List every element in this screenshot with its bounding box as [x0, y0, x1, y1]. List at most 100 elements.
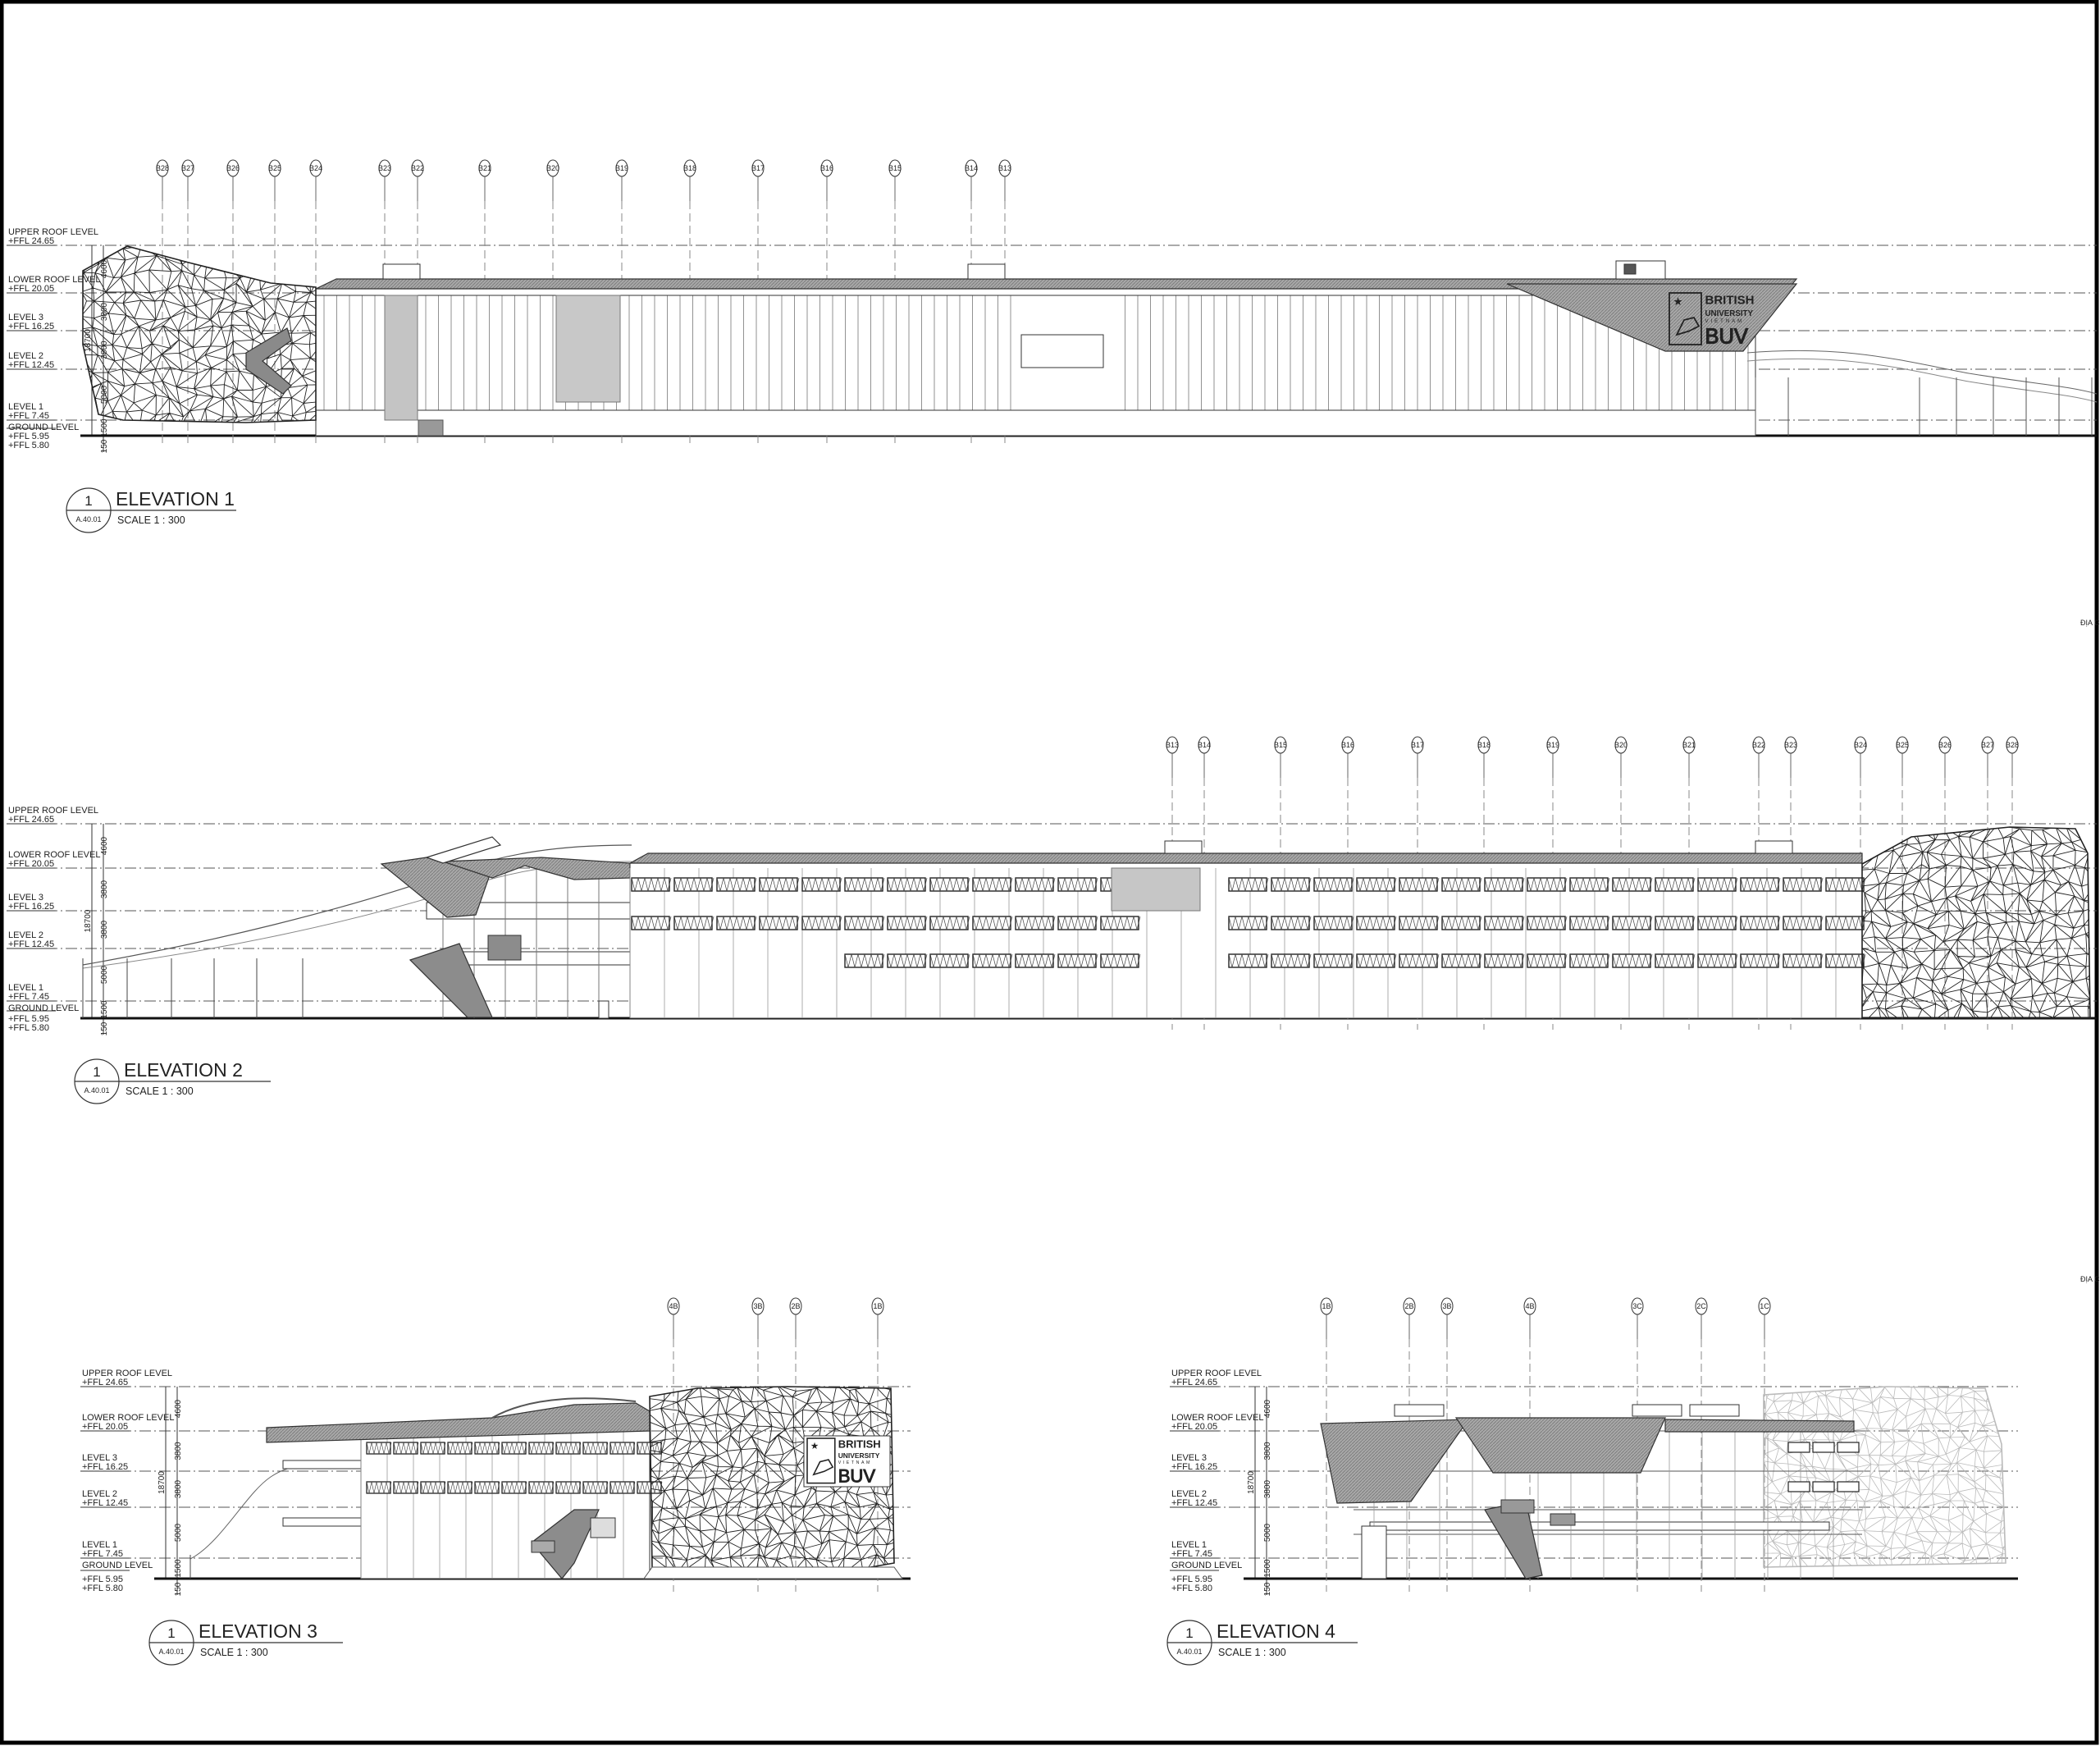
stair-landing	[590, 1517, 616, 1538]
window-louver	[1015, 877, 1056, 892]
window-louver	[1697, 953, 1738, 968]
grid-label: B19	[1546, 741, 1559, 749]
grid-label: 2C	[1696, 1302, 1706, 1310]
exterior-stair	[531, 1509, 600, 1579]
logo-frame	[806, 1437, 836, 1484]
level-ffl: +FFL 7.45	[1171, 1549, 1212, 1559]
grid-bubble	[1682, 736, 1696, 754]
sheet-reference: A.40.01	[84, 1086, 109, 1095]
window-louver	[1484, 953, 1525, 968]
window-louver	[759, 916, 800, 930]
logo-university: UNIVERSITY	[838, 1451, 880, 1460]
dimension-total: 18700	[84, 329, 93, 352]
dimension-value: 150	[100, 439, 109, 453]
star-icon: ★	[810, 1441, 819, 1451]
window-louver	[528, 1442, 555, 1455]
level-name: LEVEL 1	[8, 983, 43, 993]
level-ffl: +FFL 12.45	[8, 360, 54, 370]
grid-label: B15	[1274, 741, 1287, 749]
grid-bubble	[1403, 1297, 1416, 1315]
grid-bubble	[309, 159, 322, 177]
window-louver	[1569, 953, 1610, 968]
window-louver	[887, 916, 928, 930]
window-louver	[609, 1442, 636, 1455]
level-name: UPPER ROOF LEVEL	[8, 227, 98, 237]
window-louver	[501, 1442, 527, 1455]
level-name: UPPER ROOF LEVEL	[82, 1369, 172, 1378]
elevation-number: 1	[1185, 1625, 1193, 1641]
facade-mesh-outline	[82, 245, 317, 423]
elevation-scale: SCALE 1 : 300	[1218, 1647, 1286, 1658]
dimension-value: 3800	[100, 880, 109, 898]
dimension-value: 3800	[174, 1442, 183, 1460]
window-louver	[1228, 916, 1269, 930]
window-band	[1837, 1442, 1860, 1453]
window-louver	[1697, 877, 1738, 892]
window-louver	[420, 1442, 446, 1455]
level-name: LEVEL 2	[8, 930, 43, 940]
grid-bubble	[1695, 1297, 1708, 1315]
dimension-value: 3800	[1263, 1479, 1272, 1498]
facade-mesh	[1862, 827, 2090, 1018]
grid-label: B26	[226, 164, 240, 172]
grid-label: 2B	[791, 1302, 800, 1310]
level-ffl: +FFL 20.05	[82, 1422, 128, 1432]
level-name: LEVEL 1	[8, 402, 43, 412]
stair-landing	[1500, 1499, 1535, 1514]
window-louver	[1612, 953, 1653, 968]
level-ffl: +FFL 24.65	[8, 815, 54, 825]
grid-bubble	[1477, 736, 1491, 754]
level-ffl: +FFL 7.45	[8, 992, 49, 1002]
window-louver	[1740, 953, 1781, 968]
grid-bubble	[1614, 736, 1628, 754]
dimension-value: 5000	[100, 385, 109, 404]
dimension-value: 3800	[100, 341, 109, 359]
window-louver	[474, 1442, 500, 1455]
window-louver	[673, 916, 714, 930]
window-louver	[1527, 877, 1568, 892]
window-louver	[609, 1481, 636, 1494]
window-louver	[474, 1481, 500, 1494]
window-louver	[887, 953, 928, 968]
grid-bubble	[871, 1297, 884, 1315]
roof-vent	[1632, 1404, 1682, 1417]
grid-label: 4B	[1525, 1302, 1534, 1310]
level-ffl: +FFL 16.25	[8, 902, 54, 912]
grid-label: B16	[1341, 741, 1354, 749]
grid-bubble	[1341, 736, 1354, 754]
grid-label: 3B	[1442, 1302, 1451, 1310]
level-ffl: +FFL 5.95	[8, 432, 49, 441]
grid-label: B17	[1411, 741, 1424, 749]
grid-label: B15	[888, 164, 902, 172]
grid-bubble	[546, 159, 559, 177]
roof-vent	[967, 263, 1006, 280]
dimension-value: 5000	[100, 965, 109, 984]
grid-bubble	[888, 159, 902, 177]
window-band	[1787, 1442, 1810, 1453]
level-ffl: +FFL 20.05	[1171, 1422, 1217, 1432]
window-louver	[1527, 953, 1568, 968]
window-louver	[637, 1481, 663, 1494]
window-band	[1812, 1442, 1835, 1453]
logo-buv: BUV	[1705, 326, 1748, 349]
level-ffl: +FFL 16.25	[82, 1462, 128, 1472]
grid-bubble	[751, 159, 765, 177]
grid-bubble	[1546, 736, 1559, 754]
grid-bubble	[1523, 1297, 1536, 1315]
level-ffl: +FFL 24.65	[8, 236, 54, 246]
dimension-value: 3800	[100, 920, 109, 939]
grid-bubble	[1784, 736, 1797, 754]
window-louver	[555, 1481, 582, 1494]
window-louver	[1313, 877, 1354, 892]
building-elevation-2	[82, 826, 2091, 1019]
window-louver	[1057, 953, 1098, 968]
building-elevation-4	[1320, 1386, 2006, 1579]
window-louver	[844, 953, 885, 968]
window-louver	[1399, 953, 1440, 968]
window-louver	[1825, 916, 1866, 930]
